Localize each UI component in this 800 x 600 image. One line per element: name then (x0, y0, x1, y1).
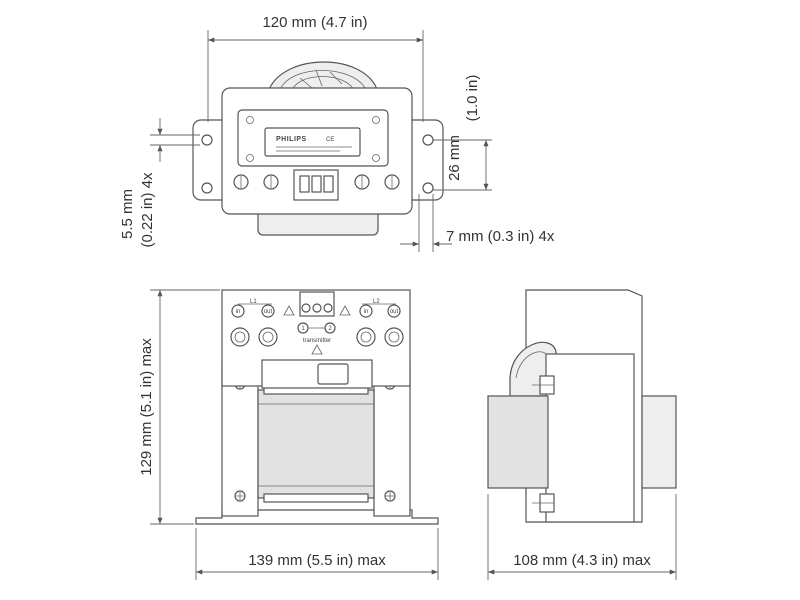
screw-terminals-top (233, 174, 400, 190)
svg-text:(0.22 in) 4x: (0.22 in) 4x (139, 172, 156, 248)
svg-text:7 mm (0.3 in) 4x: 7 mm (0.3 in) 4x (446, 228, 555, 245)
screw-terminals-front (230, 327, 404, 347)
dim-slot-width: 7 mm (0.3 in) 4x (400, 194, 555, 252)
dim-hole-dia: 5.5 mm (0.22 in) 4x (119, 118, 200, 248)
svg-text:out: out (390, 309, 399, 315)
dim-width-top: 120 mm (4.7 in) (207, 14, 424, 122)
coil-dome (267, 61, 379, 93)
side-core (487, 395, 549, 489)
svg-text:in: in (236, 309, 241, 315)
slot-hole-tl (201, 134, 213, 146)
front-view: L1 L2 in out in out 1 2 transmitter (138, 289, 439, 580)
svg-text:5.5 mm: 5.5 mm (119, 189, 136, 239)
label-l2: L2 (373, 299, 380, 305)
nameplate (264, 127, 361, 157)
svg-text:120 mm (4.7 in): 120 mm (4.7 in) (262, 14, 367, 31)
dim-slot-spacing: 26 mm (1.0 in) (433, 75, 492, 191)
svg-text:in: in (364, 309, 369, 315)
dim-depth: 108 mm (4.3 in) max (487, 494, 677, 580)
side-view: 108 mm (4.3 in) max (487, 289, 677, 580)
ce-mark: CE (326, 137, 334, 143)
dim-base-width: 139 mm (5.5 in) max (195, 528, 439, 580)
top-view: PHILIPS CE 120 mm (4.7 in) (119, 14, 555, 252)
warning-icon (339, 305, 351, 316)
warning-icon (283, 305, 295, 316)
brand-logo: PHILIPS (276, 136, 307, 143)
svg-text:139 mm (5.5 in) max: 139 mm (5.5 in) max (248, 552, 386, 569)
core-front (257, 389, 375, 499)
svg-text:129 mm (5.1 in) max: 129 mm (5.1 in) max (138, 338, 155, 476)
connector-block (293, 169, 339, 201)
io-markers: in out in out (231, 304, 401, 318)
slot-hole-bl (201, 182, 213, 194)
svg-text:out: out (264, 309, 273, 315)
slot-hole-tr (422, 134, 434, 146)
svg-text:1: 1 (301, 326, 305, 332)
dim-height: 129 mm (5.1 in) max (138, 289, 220, 525)
svg-text:108 mm (4.3 in) max: 108 mm (4.3 in) max (513, 552, 651, 569)
svg-text:(1.0 in): (1.0 in) (464, 75, 481, 122)
label-transmitter: transmitter (303, 338, 331, 344)
slot-hole-br (422, 182, 434, 194)
svg-text:26 mm: 26 mm (446, 135, 463, 181)
label-l1: L1 (250, 299, 257, 305)
svg-text:2: 2 (328, 326, 332, 332)
warning-icon (311, 344, 323, 355)
